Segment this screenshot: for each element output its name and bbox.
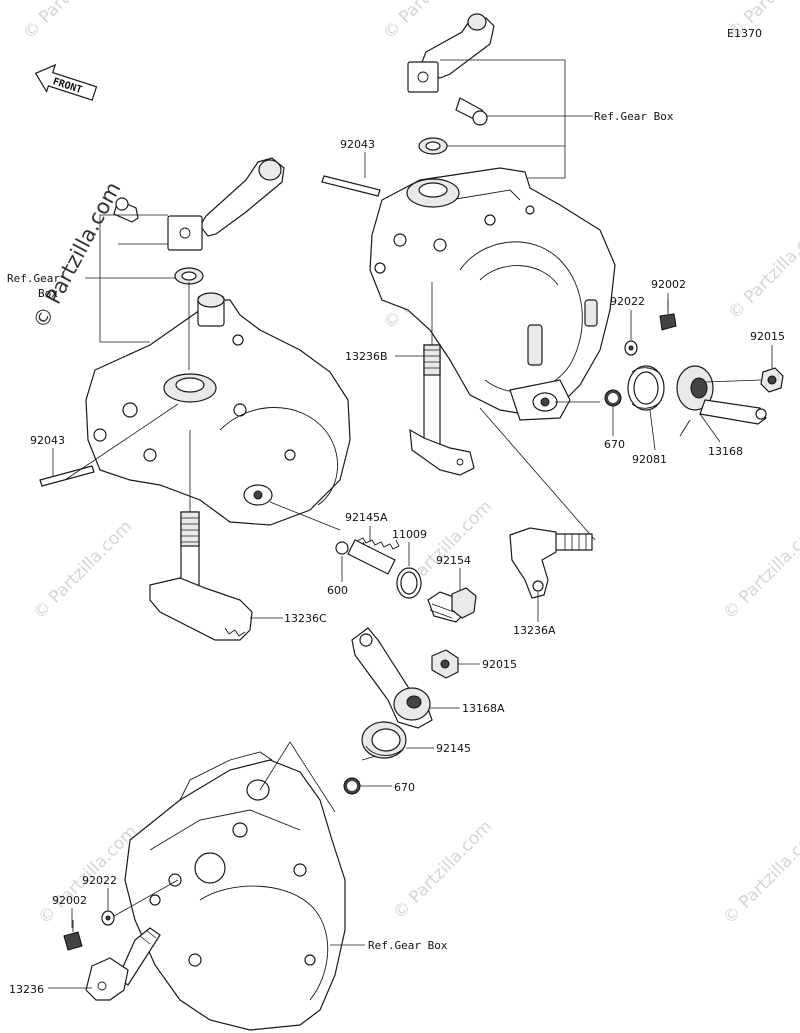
label-92043-top: 92043 [340, 138, 375, 151]
label-92015-right: 92015 [750, 330, 785, 343]
label-13236C: 13236C [284, 612, 327, 625]
label-92015-mid: 92015 [482, 658, 517, 671]
gear-box-housing-bottom-icon [124, 751, 346, 1031]
arm-13168A-icon [351, 627, 433, 729]
gasket-11009-icon [396, 567, 422, 599]
label-670-mid: 670 [394, 781, 415, 794]
oring-670-right-icon [604, 389, 622, 407]
shift-shaft-13236C-icon [149, 511, 253, 641]
washer-92022-right-icon [624, 340, 638, 356]
nut-92015-right-icon [760, 367, 784, 393]
gear-box-housing-left-icon [85, 292, 351, 526]
dowel-pin-left-icon [39, 465, 95, 487]
label-92022-left: 92022 [82, 874, 117, 887]
label-11009: 11009 [392, 528, 427, 541]
washer-92022-left-icon [101, 910, 115, 926]
diagram-code: E1370 [727, 27, 762, 40]
label-ref-gear-box-left-1: Ref.Gear [7, 272, 60, 285]
shift-shaft-13236B-icon [409, 344, 475, 476]
seal-washer-left-icon [174, 267, 204, 285]
label-13168A: 13168A [462, 702, 505, 715]
watermark: © Partzilla.com [29, 517, 136, 624]
label-600: 600 [327, 584, 348, 597]
label-13236A: 13236A [513, 624, 556, 637]
ball-600-icon [335, 541, 349, 555]
label-92154: 92154 [436, 554, 471, 567]
arm-13168-icon [676, 365, 767, 437]
watermark-main: © Partzilla.com [28, 178, 125, 332]
label-92081: 92081 [632, 453, 667, 466]
label-ref-gear-box-top: Ref.Gear Box [594, 110, 674, 123]
nut-92015-mid-icon [431, 649, 459, 679]
watermark: © Partzilla.com [719, 822, 800, 929]
label-92145: 92145 [436, 742, 471, 755]
plug-bolt-92154-icon [427, 587, 477, 623]
gear-box-housing-right-icon [369, 167, 616, 421]
oring-670-mid-icon [343, 777, 361, 795]
dowel-pin-icon [321, 175, 381, 197]
bolt-92002-left-icon [63, 920, 83, 951]
label-92002-right: 92002 [651, 278, 686, 291]
spring-92081-icon [627, 365, 665, 411]
shift-lever-left-icon [113, 157, 285, 251]
spring-92145A-icon [347, 537, 400, 575]
label-13168: 13168 [708, 445, 743, 458]
label-92022-right: 92022 [610, 295, 645, 308]
label-92043-left: 92043 [30, 434, 65, 447]
label-13236B: 13236B [345, 350, 388, 363]
watermark: © Partzilla.com [389, 817, 496, 924]
label-92002-left: 92002 [52, 894, 87, 907]
label-ref-gear-box-left-2: Box [38, 287, 58, 300]
seal-washer-icon [418, 137, 448, 155]
shift-shaft-13236-icon [85, 927, 161, 1001]
watermark: © Partzilla.com [719, 517, 800, 624]
label-670-right: 670 [604, 438, 625, 451]
watermark: © Partzilla.com [724, 217, 800, 324]
label-ref-gear-box-bottom: Ref.Gear Box [368, 939, 448, 952]
watermark: © Partzilla.com [19, 0, 126, 44]
spring-92145-icon [361, 721, 407, 761]
shift-shaft-13236A-icon [509, 527, 593, 599]
label-92145A: 92145A [345, 511, 388, 524]
shift-lever-upper-icon [407, 13, 495, 126]
front-arrow-icon: FRONT [34, 63, 98, 101]
label-13236: 13236 [9, 983, 44, 996]
